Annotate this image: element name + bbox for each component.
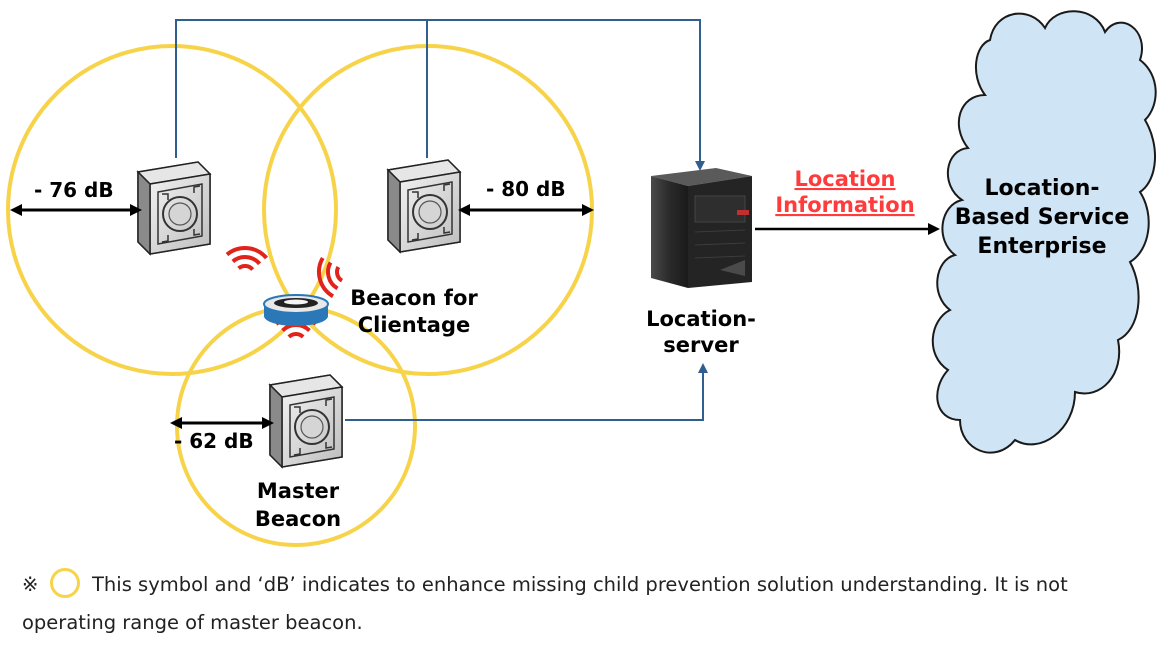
beacon-clientage-label-line1: Beacon for [350,286,478,310]
beacon-location-diagram: - 76 dB - 80 dB - 62 dB Beacon for Clien… [6,10,1157,547]
master-beacon-label-line2: Beacon [255,507,341,531]
location-server-label-line1: Location- [646,307,756,331]
square-speaker-beacon-icon [269,374,343,468]
connector-left-beacon [175,19,705,171]
beacon-device-center [387,159,461,253]
beacon-clientage-label-line2: Clientage [358,313,471,337]
beacon-device-master [269,374,343,468]
range-circle-symbol [50,567,80,598]
db-label-master: - 62 dB [174,429,254,453]
connector-master-beacon [345,363,708,421]
cloud-icon [931,10,1157,454]
enterprise-label-line2: Based Service [955,205,1130,230]
db-arrows [10,204,594,429]
location-info-label-line1: Location [794,167,895,191]
connector-lines [175,19,708,421]
wifi-signal-icon [225,234,269,278]
footnote: ※This symbol and ‘dB’ indicates to enhan… [22,566,1132,642]
location-server-label-line2: server [663,333,739,357]
square-speaker-beacon-icon [387,159,461,253]
master-beacon-label-line1: Master [257,479,340,503]
beacon-device-left [137,161,211,255]
server-tower-icon [651,168,752,288]
enterprise-label-line1: Location- [985,176,1100,201]
wristband-beacon-icon [263,294,329,326]
enterprise-label-line3: Enterprise [977,234,1106,259]
square-speaker-beacon-icon [137,161,211,255]
footnote-text: This symbol and ‘dB’ indicates to enhanc… [22,573,1068,634]
range-circle-left [6,44,338,376]
db-label-left: - 76 dB [34,178,114,202]
reference-mark: ※ [22,573,39,596]
db-label-center: - 80 dB [486,177,566,201]
location-info-label-line2: Information [775,193,914,217]
